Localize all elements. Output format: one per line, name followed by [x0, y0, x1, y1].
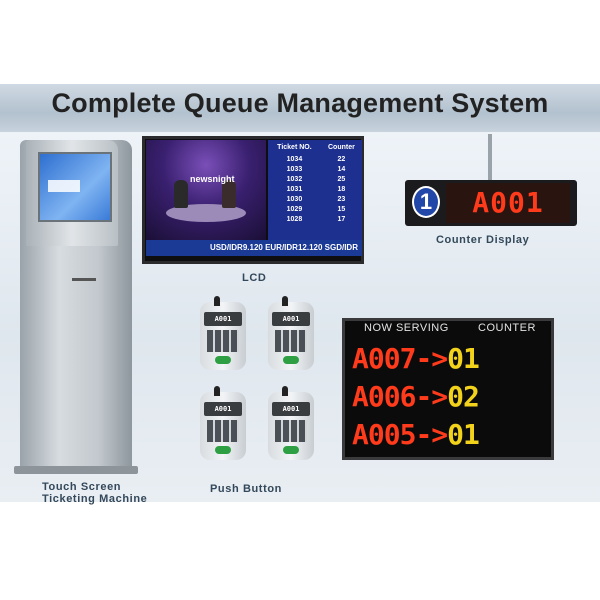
keypad-icon	[275, 420, 307, 442]
board-counter: 02	[447, 380, 480, 413]
push-button-caption: Push Button	[210, 483, 282, 495]
board-header-counter: COUNTER	[478, 322, 536, 334]
board-arrow: ->	[415, 342, 448, 375]
lcd-channel-logo: newsnight	[190, 174, 235, 184]
board-arrow: ->	[415, 380, 448, 413]
antenna-icon	[214, 386, 220, 396]
counter-display-mount	[488, 134, 492, 182]
lcd-currency-ticker: USD/IDR9.120 EUR/IDR12.120 SGD/IDR	[146, 240, 362, 256]
ok-key-icon	[215, 446, 231, 454]
keypad-icon	[207, 420, 239, 442]
board-counter: 01	[447, 418, 480, 451]
kiosk-ticket-slot	[72, 278, 96, 281]
counter-number-badge: 1	[412, 186, 440, 218]
antenna-icon	[282, 386, 288, 396]
board-ticket: A006	[352, 380, 416, 413]
kiosk-touch-screen	[38, 152, 112, 222]
device-screen: A001	[204, 402, 242, 416]
counter-display-caption: Counter Display	[436, 234, 530, 246]
page-title: Complete Queue Management System	[51, 88, 549, 118]
push-button-device: A001	[268, 386, 314, 460]
kiosk-caption-line2: Ticketing Machine	[42, 493, 148, 505]
antenna-icon	[214, 296, 220, 306]
device-screen: A001	[272, 312, 310, 326]
push-button-device: A001	[268, 296, 314, 370]
device-screen: A001	[204, 312, 242, 326]
ok-key-icon	[283, 446, 299, 454]
keypad-icon	[275, 330, 307, 352]
device-screen: A001	[272, 402, 310, 416]
push-button-device: A001	[200, 386, 246, 460]
antenna-icon	[282, 296, 288, 306]
board-arrow: ->	[415, 418, 448, 451]
counter-ticket-code: A001	[446, 183, 570, 223]
now-serving-board	[342, 318, 554, 460]
push-button-device: A001	[200, 296, 246, 370]
keypad-icon	[207, 330, 239, 352]
board-ticket: A007	[352, 342, 416, 375]
title-banner	[0, 84, 600, 132]
kiosk-caption-line1: Touch Screen	[42, 481, 122, 493]
ok-key-icon	[283, 356, 299, 364]
lcd-news-studio-image	[146, 140, 266, 240]
board-row: A006->02	[352, 380, 548, 414]
lcd-header-ticket: Ticket NO.	[277, 144, 312, 151]
board-counter: 01	[447, 342, 480, 375]
board-ticket: A005	[352, 418, 416, 451]
board-row: A005->01	[352, 418, 548, 452]
lcd-header-counter: Counter	[328, 144, 355, 151]
ok-key-icon	[215, 356, 231, 364]
lcd-caption: LCD	[242, 272, 267, 284]
board-header-now-serving: NOW SERVING	[364, 322, 449, 334]
board-row: A007->01	[352, 342, 548, 376]
kiosk-base	[14, 466, 138, 474]
